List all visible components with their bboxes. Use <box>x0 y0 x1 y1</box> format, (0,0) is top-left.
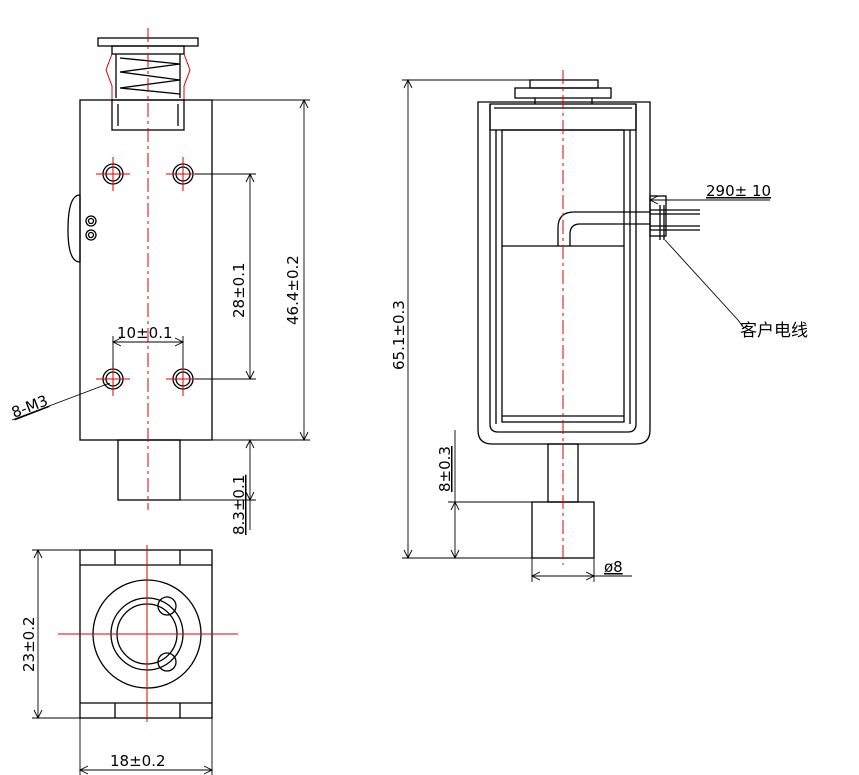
dim-wire-length: 290± 10 <box>706 182 771 200</box>
dim-end-width: 18±0.2 <box>110 752 166 770</box>
wire-bend-1 <box>557 211 650 246</box>
dim-overall-length: 65.1±0.3 <box>390 300 408 370</box>
thread-callout: 8-M3 <box>9 392 50 422</box>
wire-bend-2 <box>569 223 650 246</box>
u-frame <box>477 101 651 445</box>
terminal-2 <box>85 229 97 241</box>
dim-body-height: 46.4±0.2 <box>284 255 302 325</box>
dim-hole-spacing-horizontal: 10±0.1 <box>117 324 173 342</box>
spring <box>105 53 191 100</box>
side-terminal-block <box>67 194 81 263</box>
dim-plunger-head-length: 8±0.3 <box>436 446 454 492</box>
front-body <box>79 99 213 441</box>
end-view: 23±0.2 18±0.2 <box>20 545 238 775</box>
customer-wire-label: 客户电线 <box>740 321 808 341</box>
terminal-1 <box>85 215 97 227</box>
dim-plunger-diameter: ø8 <box>604 558 623 576</box>
front-view: 46.4±0.2 28±0.1 8.3±0.1 10±0.1 8-M3 <box>9 28 310 535</box>
dim-end-height: 23±0.2 <box>20 616 38 672</box>
front-plunger <box>117 439 181 501</box>
mounting-holes <box>96 157 200 396</box>
dim-plunger-extension: 8.3±0.1 <box>230 475 248 535</box>
dim-hole-spacing-vertical: 28±0.1 <box>230 262 248 318</box>
side-view: 290± 10 客户电线 65.1±0.3 8±0.3 ø8 <box>390 70 808 582</box>
